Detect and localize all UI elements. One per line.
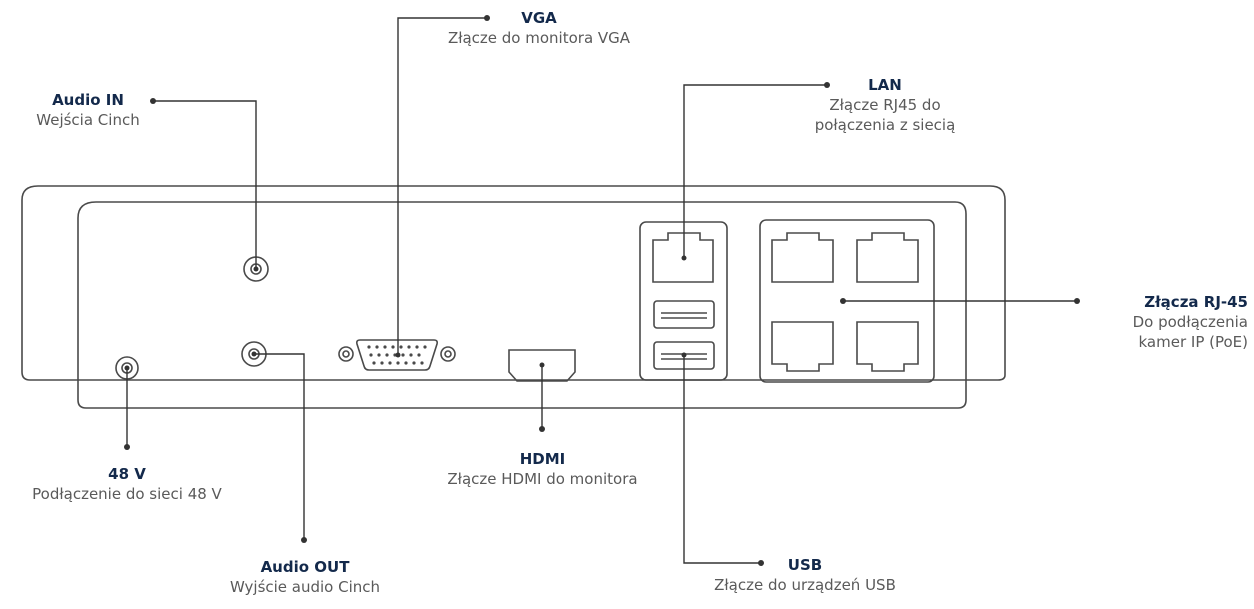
callout-audio-out-title: Audio OUT [260,558,350,576]
vga-screw-right [440,346,456,362]
vga-pins [367,345,427,365]
callout-rj45: Złącza RJ-45 Do podłączenia kamer IP (Po… [1060,292,1248,352]
leader-usb [683,355,761,564]
callout-audio-out-desc: Wyjście audio Cinch [229,578,381,596]
callout-hdmi: HDMI Złącze HDMI do monitora [410,449,675,489]
callout-audio-out: Audio OUT Wyjście audio Cinch [190,557,420,597]
callout-audio-in: Audio IN Wejścia Cinch [0,90,176,130]
leader-lan [683,84,827,258]
callout-rj45-desc-2: kamer IP (PoE) [1138,333,1249,351]
callout-lan: LAN Złącze RJ45 do połączenia z siecią [770,75,1000,135]
callout-power-title: 48 V [108,465,146,483]
callout-hdmi-desc: Złącze HDMI do monitora [447,470,638,488]
leader-audio-in [153,100,257,269]
lan-port [652,232,714,283]
device-inner-panel [77,201,967,409]
callout-usb-title: USB [787,556,823,574]
callout-vga: VGA Złącze do monitora VGA [409,8,669,48]
callout-vga-desc: Złącze do monitora VGA [447,29,631,47]
device-housing [21,185,1006,381]
callout-usb: USB Złącze do urządzeń USB [680,555,930,595]
rj45-port-1 [771,232,834,283]
callout-hdmi-title: HDMI [519,450,566,468]
rj45-port-3 [771,321,834,372]
callout-usb-desc: Złącze do urządzeń USB [714,576,896,594]
callout-audio-in-desc: Wejścia Cinch [36,111,140,129]
vga-port [356,339,438,371]
callout-rj45-desc-1: Do podłączenia [1132,313,1248,331]
leader-audio-out [254,353,305,540]
hdmi-port [508,349,576,382]
rj45-port-4 [856,321,919,372]
callout-audio-in-title: Audio IN [52,91,124,109]
callout-vga-title: VGA [521,9,557,27]
callout-rj45-title: Złącza RJ-45 [1144,293,1248,311]
rj45-port-2 [856,232,919,283]
usb-port-top [653,300,715,329]
callout-lan-desc-2: połączenia z siecią [814,116,956,134]
callout-power-desc: Podłączenie do sieci 48 V [32,485,222,503]
vga-screw-left [338,346,354,362]
callout-lan-title: LAN [868,76,902,94]
leader-vga [397,17,487,355]
callout-power: 48 V Podłączenie do sieci 48 V [2,464,252,504]
callout-lan-desc-1: Złącze RJ45 do [829,96,941,114]
